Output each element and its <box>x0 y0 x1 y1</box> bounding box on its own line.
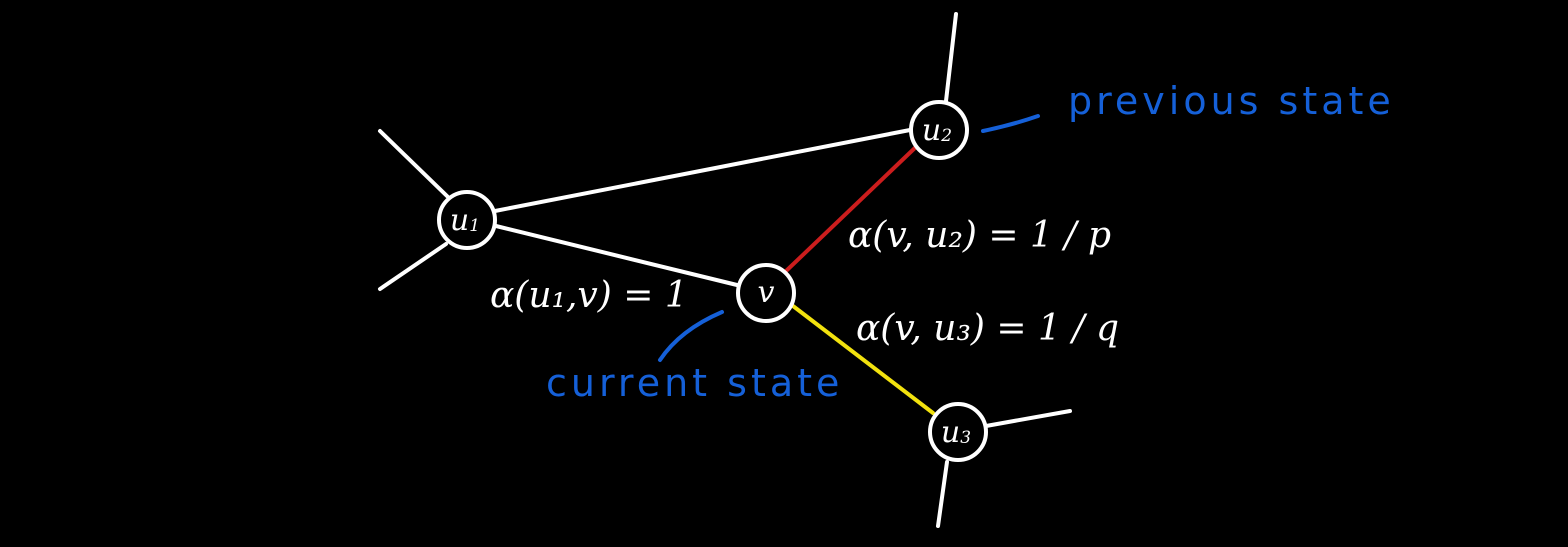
stub-edge-u3-right <box>984 409 1072 428</box>
edge-u1-v <box>494 224 739 287</box>
edge-label-v-u2: α(v, u₂) = 1 / p <box>848 215 1111 256</box>
previous-state-label: previous state <box>1068 79 1395 123</box>
edge-v-u2 <box>783 143 920 274</box>
node-v-circle <box>736 263 796 323</box>
node-u2-circle <box>909 100 969 160</box>
stub-edges <box>378 12 1072 528</box>
stub-edge-u2-top <box>944 12 958 103</box>
stub-edge-u3-bottom <box>936 460 949 528</box>
node-u3: u3 <box>928 402 988 462</box>
node-u1-label: u1 <box>450 203 480 238</box>
edge-label-u1-v: α(u₁,v) = 1 <box>490 275 688 316</box>
edge-u1-u2 <box>493 128 912 213</box>
stub-edge-u1-upper <box>378 129 450 199</box>
stub-edge-u1-lower <box>378 242 448 291</box>
edge-label-v-u3: α(v, u₃) = 1 / q <box>856 308 1119 349</box>
node-u3-circle <box>928 402 988 462</box>
node-u2: u2 <box>909 100 969 160</box>
node-u3-label: u3 <box>941 415 971 450</box>
main-edges <box>493 128 935 415</box>
node-u2-label: u2 <box>922 113 952 148</box>
current-state-label: current state <box>546 361 843 405</box>
current-state-pointer <box>658 310 724 362</box>
node-u1: u1 <box>437 190 497 250</box>
edge-v-u3 <box>791 304 935 415</box>
node-v-label: v <box>758 275 775 310</box>
previous-state-pointer <box>981 114 1040 133</box>
node-v: v <box>736 263 796 323</box>
node-u1-circle <box>437 190 497 250</box>
